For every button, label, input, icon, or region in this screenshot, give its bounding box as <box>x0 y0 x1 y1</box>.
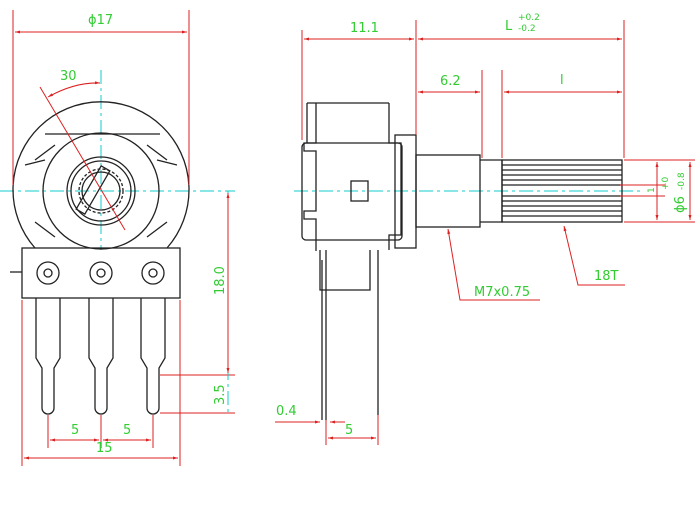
label-thread: M7x0.75 <box>474 285 530 300</box>
dim-body-depth: 11.1 <box>350 21 379 36</box>
dim-pin-thickness: 0.4 <box>276 404 297 419</box>
dim-height: 18.0 <box>213 266 228 295</box>
dim-dia-tol-minus: -0.8 <box>677 172 687 190</box>
dim-angle: 30 <box>60 69 77 84</box>
dim-pin-offset: 3.5 <box>213 384 228 405</box>
terminals <box>35 261 166 415</box>
dim-leg-pitch: 5 <box>345 423 353 438</box>
dim-shaft-dia: ϕ6 <box>673 196 688 213</box>
dim-shaft-length: L <box>505 19 513 34</box>
dim-flat: 1 <box>647 187 657 193</box>
dim-bushing: 6.2 <box>440 74 461 89</box>
dim-span: 15 <box>96 441 113 456</box>
dim-shaft-tol-plus: +0.2 <box>518 13 540 23</box>
label-knurl: 18T <box>594 269 619 284</box>
dim-pitch-2: 5 <box>123 423 131 438</box>
dim-outer-diameter: ϕ17 <box>88 13 113 28</box>
dim-shaft-tol-minus: -0.2 <box>518 24 536 34</box>
side-view: 11.1 L +0.2 -0.2 6.2 l 1 ϕ6 +0 -0.8 M7x0… <box>275 13 695 445</box>
dim-knurl-length: l <box>560 73 564 88</box>
dim-dia-tol-plus: +0 <box>661 176 671 190</box>
front-view: ϕ17 30 18.0 3.5 5 5 15 <box>0 10 235 466</box>
dim-pitch-1: 5 <box>71 423 79 438</box>
knurl-lines <box>502 164 622 217</box>
